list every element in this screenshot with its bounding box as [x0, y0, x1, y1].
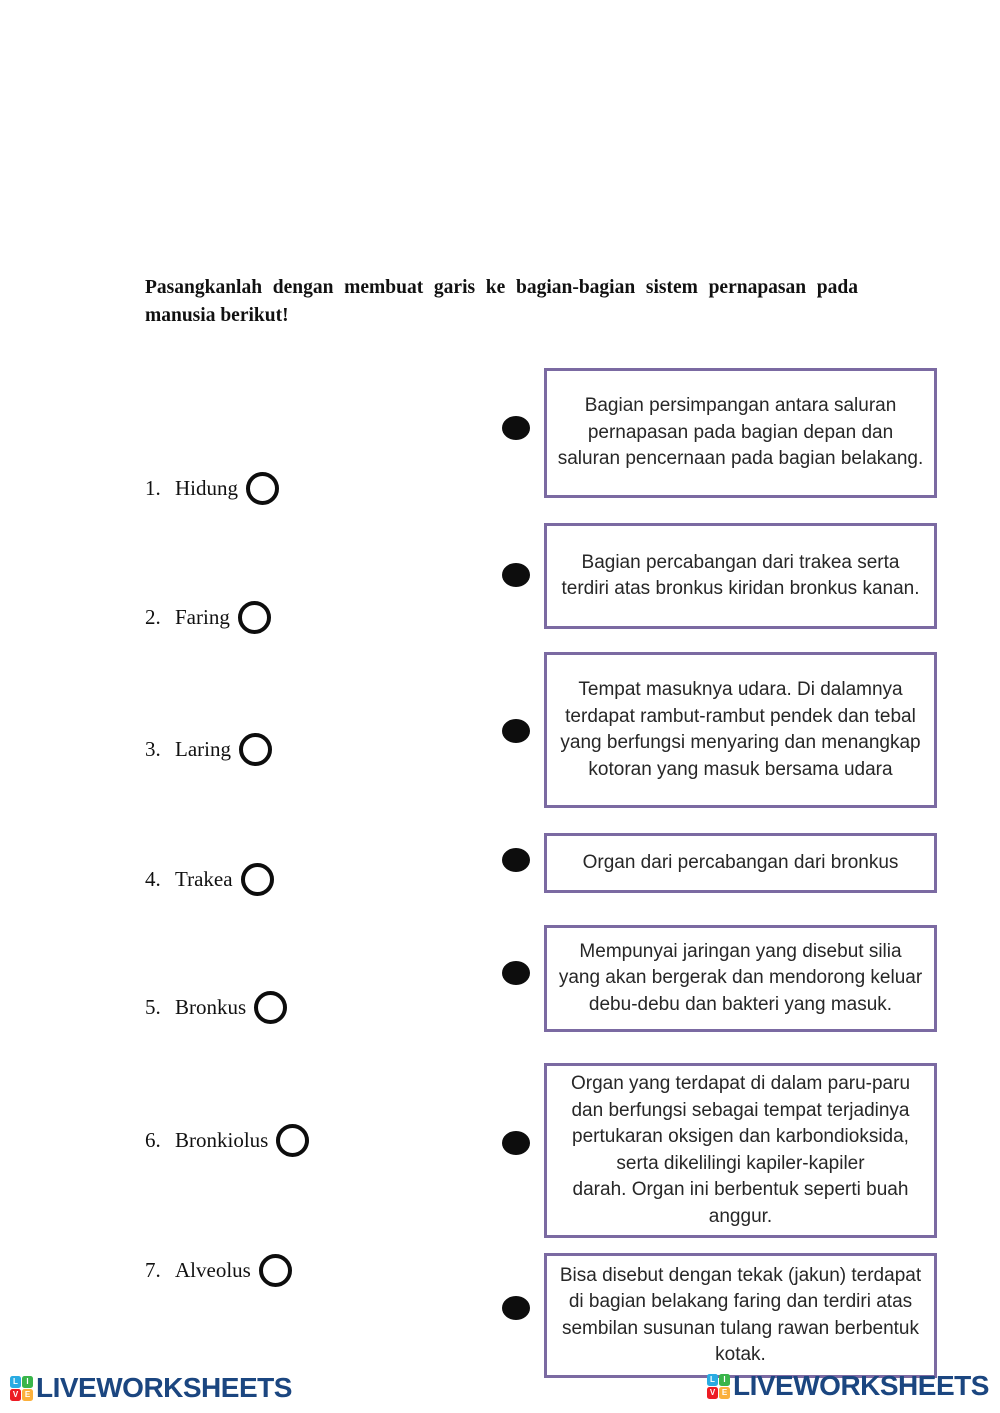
item-number: 5. [145, 994, 161, 1019]
item-label: Alveolus [175, 1257, 251, 1282]
item-number: 6. [145, 1127, 161, 1152]
description-text: Bagian persimpangan antara saluran perna… [557, 395, 924, 470]
item-label: Bronkus [175, 994, 247, 1019]
match-circle-bronkus[interactable] [254, 990, 288, 1024]
item-number: 1. [145, 475, 161, 500]
logo-square-l: L [707, 1373, 718, 1386]
description-box-6: Organ yang terdapat di dalam paru-paru d… [544, 1063, 937, 1238]
match-circle-laring[interactable] [238, 732, 272, 766]
item-label: Trakea [175, 866, 233, 891]
list-item-alveolus: 7. Alveolus [145, 1253, 292, 1287]
match-dot-2[interactable] [502, 563, 530, 587]
item-number: 4. [145, 866, 161, 891]
description-box-5: Mempunyai jaringan yang disebut silia ya… [544, 925, 937, 1032]
item-label: Hidung [175, 475, 238, 500]
liveworksheets-logo-icon: L I V E [707, 1373, 730, 1399]
description-text: Mempunyai jaringan yang disebut silia ya… [558, 940, 923, 1015]
description-box-7: Bisa disebut dengan tekak (jakun) terdap… [544, 1253, 937, 1378]
match-dot-5[interactable] [502, 961, 530, 985]
liveworksheets-watermark-right: L I V E LIVEWORKSHEETS [707, 1370, 989, 1402]
match-dot-3[interactable] [502, 719, 530, 743]
instruction-title: Pasangkanlah dengan membuat garis ke bag… [145, 277, 858, 326]
item-number: 3. [145, 736, 161, 761]
description-box-4: Organ dari percabangan dari bronkus [544, 833, 937, 893]
match-circle-bronkiolus[interactable] [276, 1123, 310, 1157]
list-item-laring: 3. Laring [145, 732, 272, 766]
item-label: Faring [175, 604, 230, 629]
list-item-faring: 2. Faring [145, 600, 271, 634]
description-text: Organ dari percabangan dari bronkus [582, 851, 899, 873]
description-text: Bisa disebut dengan tekak (jakun) terdap… [559, 1264, 922, 1366]
item-number: 2. [145, 604, 161, 629]
logo-square-i: I [719, 1373, 730, 1386]
logo-square-v: V [10, 1388, 21, 1401]
brand-text: LIVEWORKSHEETS [733, 1370, 989, 1401]
list-item-trakea: 4. Trakea [145, 862, 274, 896]
item-label: Bronkiolus [175, 1127, 269, 1152]
liveworksheets-watermark-left: L I V E LIVEWORKSHEETS [10, 1372, 292, 1404]
logo-square-e: E [22, 1388, 33, 1401]
logo-square-v: V [707, 1386, 718, 1399]
item-number: 7. [145, 1257, 161, 1282]
match-circle-trakea[interactable] [240, 862, 274, 896]
description-text: Organ yang terdapat di dalam paru-paru d… [570, 1073, 911, 1227]
list-item-hidung: 1. Hidung [145, 471, 279, 505]
description-text: Bagian percabangan dari trakea serta ter… [561, 551, 920, 600]
list-item-bronkiolus: 6. Bronkiolus [145, 1123, 310, 1157]
match-circle-faring[interactable] [237, 600, 271, 634]
description-box-1: Bagian persimpangan antara saluran perna… [544, 368, 937, 498]
match-dot-6[interactable] [502, 1131, 530, 1155]
match-dot-1[interactable] [502, 416, 530, 440]
match-circle-alveolus[interactable] [258, 1253, 292, 1287]
match-circle-hidung[interactable] [246, 471, 279, 505]
match-dot-4[interactable] [502, 848, 530, 872]
logo-square-l: L [10, 1375, 21, 1388]
logo-square-e: E [719, 1386, 730, 1399]
item-label: Laring [175, 736, 231, 761]
logo-square-i: I [22, 1375, 33, 1388]
description-box-2: Bagian percabangan dari trakea serta ter… [544, 523, 937, 629]
description-text: Tempat masuknya udara. Di dalamnya terda… [560, 679, 921, 780]
list-item-bronkus: 5. Bronkus [145, 990, 288, 1024]
liveworksheets-logo-icon: L I V E [10, 1375, 33, 1401]
match-dot-7[interactable] [502, 1296, 530, 1320]
brand-text: LIVEWORKSHEETS [36, 1372, 292, 1403]
description-box-3: Tempat masuknya udara. Di dalamnya terda… [544, 652, 937, 808]
